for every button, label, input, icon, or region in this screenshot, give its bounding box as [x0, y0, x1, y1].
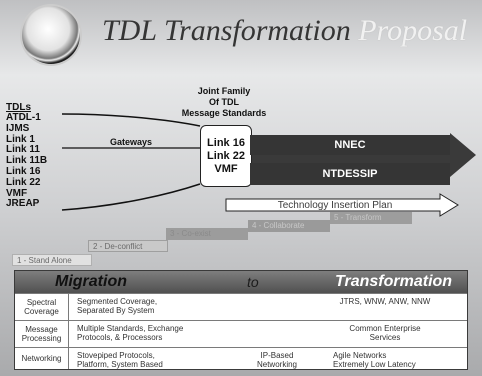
matrix-row-message: Message Processing Multiple Standards, E…: [15, 320, 467, 347]
gateways-label: Gateways: [110, 137, 153, 147]
row-category: Spectral Coverage: [15, 294, 69, 320]
header-to: to: [247, 274, 259, 290]
tdl-item: Link 16: [6, 165, 41, 177]
tdl-items: ATDL-1 IJMS Link 1 Link 11 Link 11B Link…: [6, 112, 56, 210]
technology-insertion-arrow: [225, 193, 459, 217]
row-transformation: JTRS, WNW, ANW, NNW: [339, 297, 431, 306]
nnec-banner: NNEC: [250, 135, 450, 155]
technology-insertion-label: Technology Insertion Plan: [277, 200, 393, 211]
standards-box: Link 16 Link 22 VMF: [200, 125, 252, 187]
tdl-item: ATDL-1: [6, 112, 41, 123]
step-transform: 5 - Transform: [330, 212, 412, 224]
row-transformation: Agile Networks Extremely Low Latency: [333, 351, 416, 369]
emblem-seal: [22, 6, 80, 64]
step-collaborate: 4 - Collaborate: [248, 220, 330, 232]
row-transformation: Common Enterprise Services: [349, 324, 421, 342]
standard-item: Link 16: [207, 136, 245, 149]
tdl-item: Link 11: [6, 144, 40, 156]
row-category: Networking: [15, 348, 69, 369]
matrix-row-networking: Networking Stovepiped Protocols, Platfor…: [15, 347, 467, 369]
tdl-item: IJMS: [6, 122, 30, 134]
tdl-item: VMF: [6, 187, 28, 199]
row-category: Message Processing: [15, 321, 69, 347]
tdl-list-heading: TDLs: [6, 102, 31, 113]
ntdessip-banner: NTDESSIP: [250, 163, 450, 185]
step-de-conflict: 2 - De-conflict: [88, 240, 168, 252]
standard-item: VMF: [214, 162, 238, 175]
tdl-item: Link 1: [6, 133, 35, 145]
matrix-row-spectral: Spectral Coverage Segmented Coverage, Se…: [15, 293, 467, 320]
row-middle: IP-Based Networking: [256, 351, 297, 369]
header-migration: Migration: [55, 273, 127, 290]
migration-matrix: Migration to Transformation Spectral Cov…: [14, 270, 468, 370]
joint-family-label: Joint Family Of TDL Message Standards: [181, 86, 267, 118]
row-migration: Segmented Coverage, Separated By System: [77, 297, 158, 315]
title-main: TDL Transformation: [102, 14, 351, 47]
tdl-item: Link 22: [6, 176, 41, 188]
row-migration: Stovepiped Protocols, Platform, System B…: [77, 351, 163, 369]
step-stand-alone: 1 - Stand Alone: [12, 254, 92, 266]
convergence-curve-bottom: [61, 183, 201, 211]
tdl-list: TDLs ATDL-1 IJMS Link 1 Link 11 Link 11B…: [6, 102, 56, 210]
matrix-header: Migration to Transformation: [15, 271, 467, 293]
header-transformation: Transformation: [335, 273, 453, 290]
slide-title: TDL Transformation Proposal: [102, 14, 472, 48]
standard-item: Link 22: [207, 149, 245, 162]
step-co-exist: 3 - Co-exist: [166, 228, 248, 240]
row-migration: Multiple Standards, Exchange Protocols, …: [77, 324, 184, 342]
convergence-curve-top: [61, 113, 201, 127]
title-faded: Proposal: [358, 14, 468, 47]
tdl-item: Link 11B: [6, 155, 48, 167]
tdl-item: JREAP: [6, 198, 40, 210]
